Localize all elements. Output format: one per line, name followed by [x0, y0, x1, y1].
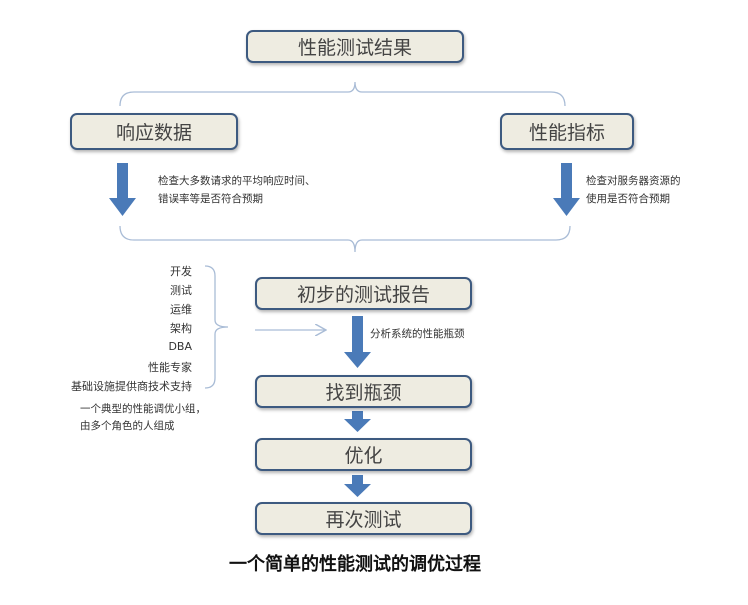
- step-label: 找到瓶颈: [325, 382, 402, 404]
- note-line: 错误率等是否符合预期: [158, 193, 263, 205]
- response-data-label: 响应数据: [115, 122, 192, 144]
- result-box: 性能测试结果: [246, 30, 464, 63]
- down-arrow-icon: [344, 316, 371, 368]
- step-box-find-bottleneck: 找到瓶颈: [255, 375, 472, 408]
- note-line: 使用是否符合预期: [586, 193, 670, 205]
- team-role: 基础设施提供商技术支持: [71, 380, 192, 393]
- note-line: 检查大多数请求的平均响应时间、: [158, 175, 316, 187]
- step-label: 初步的测试报告: [296, 284, 430, 306]
- team-role: 运维: [170, 303, 192, 316]
- team-role: 测试: [170, 284, 192, 297]
- down-arrow-icon: [344, 475, 371, 497]
- result-box-label: 性能测试结果: [297, 37, 412, 59]
- performance-metrics-note: 检查对服务器资源的 使用是否符合预期: [586, 172, 681, 208]
- response-data-box: 响应数据: [70, 113, 238, 150]
- performance-metrics-label: 性能指标: [528, 122, 605, 144]
- diagram-caption: 一个简单的性能测试的调优过程: [229, 554, 481, 575]
- note-line: 检查对服务器资源的: [586, 175, 681, 187]
- step-box-retest: 再次测试: [255, 502, 472, 535]
- down-arrow-icon: [109, 163, 136, 216]
- performance-metrics-box: 性能指标: [500, 113, 634, 150]
- down-arrow-icon: [344, 411, 371, 432]
- note-line: 一个典型的性能调优小组，: [80, 403, 206, 415]
- response-data-note: 检查大多数请求的平均响应时间、 错误率等是否符合预期: [158, 172, 316, 208]
- down-arrow-icon: [553, 163, 580, 216]
- step-label: 优化: [344, 445, 383, 467]
- team-role: 性能专家: [148, 361, 192, 374]
- step-box-optimize: 优化: [255, 438, 472, 471]
- step1-note: 分析系统的性能瓶颈: [370, 328, 465, 340]
- note-line: 由多个角色的人组成: [80, 420, 175, 432]
- team-role: 架构: [170, 322, 192, 335]
- team-role: DBA: [168, 340, 192, 353]
- step-box-initial-report: 初步的测试报告: [255, 277, 472, 310]
- team-bracket: [204, 265, 229, 389]
- bottom-brace: [119, 225, 571, 253]
- top-brace: [119, 81, 566, 107]
- team-note: 一个典型的性能调优小组， 由多个角色的人组成: [80, 401, 206, 435]
- team-role: 开发: [170, 265, 192, 278]
- step-label: 再次测试: [325, 509, 402, 531]
